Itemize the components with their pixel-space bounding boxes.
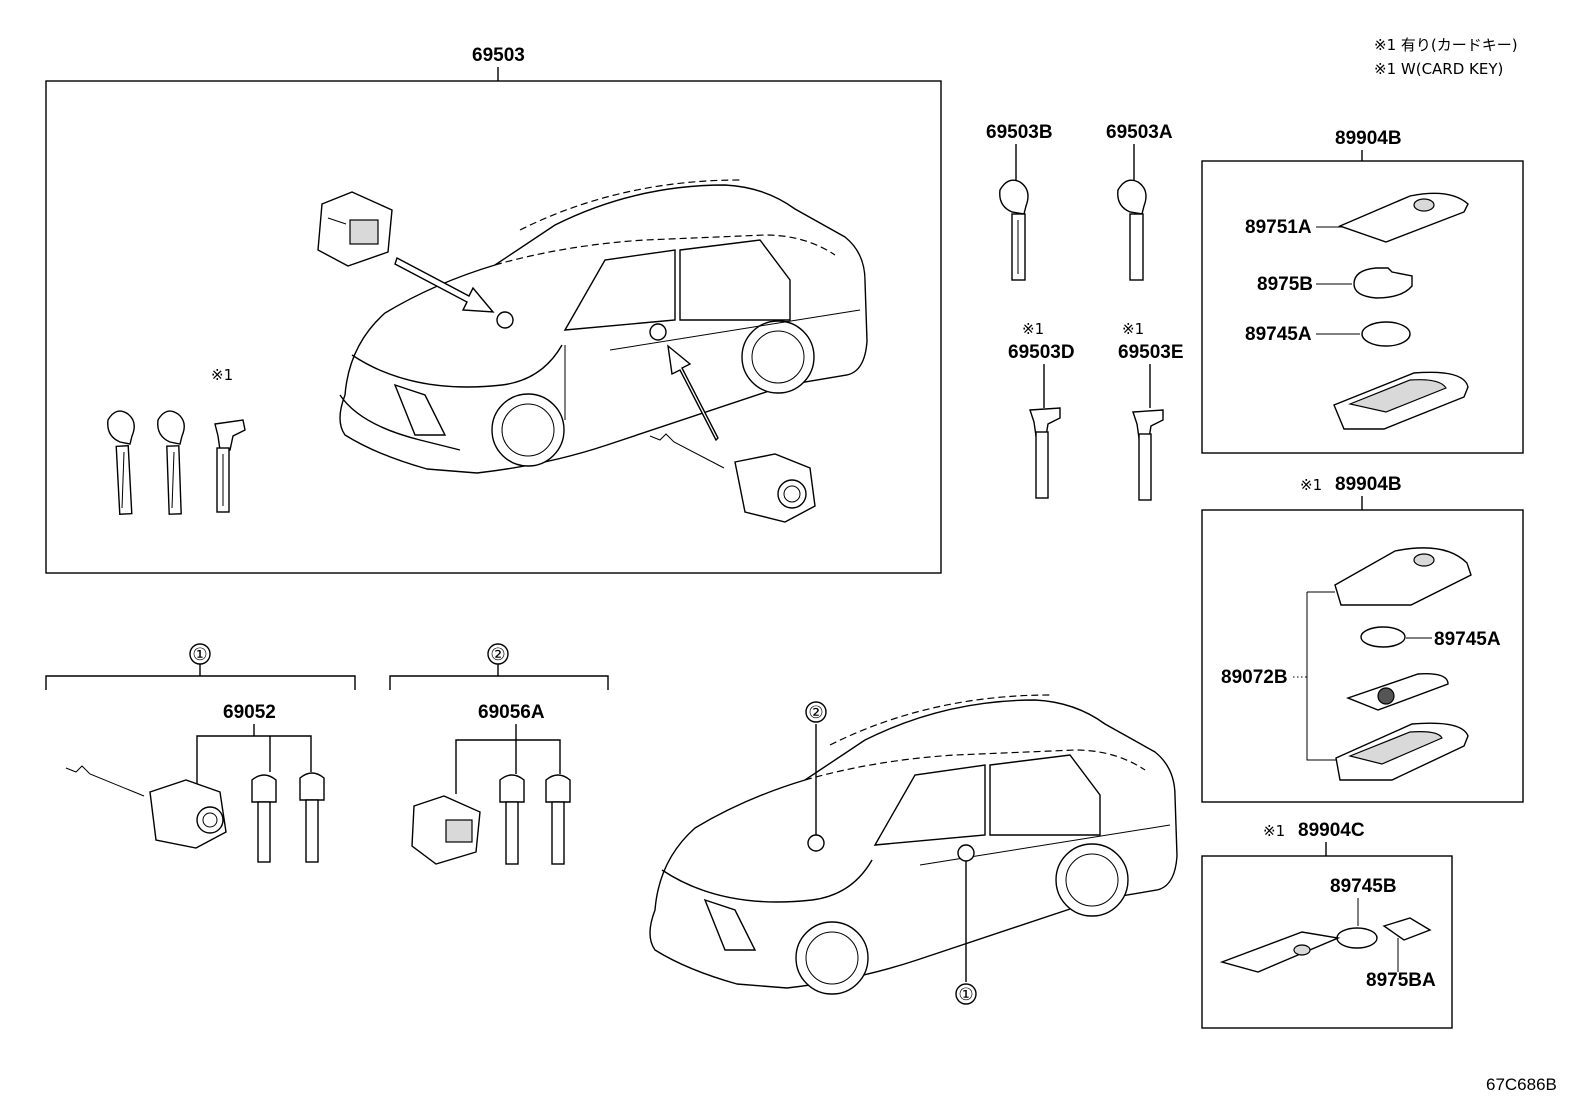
label-89745B: 89745B <box>1330 876 1397 897</box>
label-69503B: 69503B <box>986 122 1053 143</box>
label-89745A-card: 89745A <box>1434 629 1501 650</box>
label-89751A: 89751A <box>1245 217 1312 238</box>
card-key-icon <box>1219 931 1341 973</box>
battery-holder-icon <box>1353 267 1413 299</box>
label-89904C: 89904C <box>1298 820 1365 841</box>
circle-2-callout: ② <box>808 703 823 722</box>
bottom-door-point <box>957 844 975 862</box>
key-master-icon <box>107 410 135 516</box>
box-89904B <box>1201 160 1524 454</box>
door-cylinder-69052-icon <box>65 765 227 849</box>
label-69503D: 69503D <box>1008 342 1075 363</box>
circle-1-callout: ① <box>958 985 973 1004</box>
label-69052: 69052 <box>223 702 276 723</box>
label-89904B: 89904B <box>1335 128 1402 149</box>
label-8975B: 8975B <box>1257 274 1313 295</box>
card-housing-icon <box>1335 722 1469 781</box>
key-69056A-2-icon <box>545 774 571 865</box>
transmitter-case-icon <box>1333 371 1469 430</box>
key-69503A-icon <box>1117 179 1147 281</box>
circuit-board-icon <box>1345 673 1449 711</box>
card-cover-icon <box>1334 547 1472 606</box>
box-89904B-card <box>1201 509 1524 803</box>
key-69052-1-icon <box>251 774 277 863</box>
label-8975BA: 8975BA <box>1366 970 1436 991</box>
hood-lock-point <box>496 311 514 329</box>
cover-icon <box>1338 192 1469 243</box>
note-mark-89904C: ※1 <box>1263 822 1285 840</box>
vehicle-bottom-illustration <box>649 694 1178 995</box>
hood-lock-cylinder-icon <box>317 191 393 267</box>
arrow-to-hood <box>394 256 495 313</box>
note-mark-89904B: ※1 <box>1300 476 1322 494</box>
circle-2-set-marker: ② <box>490 645 505 664</box>
bottom-hood-point <box>807 834 825 852</box>
vehicle-top-illustration <box>339 179 868 474</box>
key-69056A-1-icon <box>499 774 525 865</box>
hood-lock-69056A-icon <box>411 795 481 865</box>
label-89904B-card: 89904B <box>1335 474 1402 495</box>
box-69503 <box>45 80 942 574</box>
battery-89745A-icon <box>1361 321 1411 347</box>
key-69503E-icon <box>1132 409 1164 501</box>
box-89904C <box>1201 855 1453 1029</box>
label-69056A: 69056A <box>478 702 545 723</box>
key-69052-2-icon <box>299 772 325 863</box>
door-lock-point <box>649 323 667 341</box>
note-mark-main: ※1 <box>211 366 233 384</box>
battery-89745A-card-icon <box>1360 626 1406 648</box>
key-card-emergency-icon <box>214 419 246 513</box>
door-cylinder-icon <box>649 433 816 523</box>
key-69503D-icon <box>1029 407 1061 499</box>
label-69503E: 69503E <box>1118 342 1184 363</box>
battery-89745B-icon <box>1336 927 1378 949</box>
note-mark-69503E: ※1 <box>1122 320 1144 338</box>
key-master-2-icon <box>157 410 185 515</box>
label-69503A: 69503A <box>1106 122 1173 143</box>
note-english: ※1 W(CARD KEY) <box>1374 60 1503 78</box>
note-mark-69503D: ※1 <box>1022 320 1044 338</box>
note-japanese: ※1 有り(カードキー) <box>1374 36 1518 54</box>
arrow-to-door <box>667 344 719 442</box>
label-89745A: 89745A <box>1245 324 1312 345</box>
diagram-id: 67C686B <box>1486 1075 1557 1094</box>
card-holder-icon <box>1382 917 1432 941</box>
key-69503B-icon <box>999 179 1029 281</box>
label-89072B: 89072B <box>1221 667 1288 688</box>
circle-1-set-marker: ① <box>192 645 207 664</box>
label-69503: 69503 <box>472 45 525 66</box>
